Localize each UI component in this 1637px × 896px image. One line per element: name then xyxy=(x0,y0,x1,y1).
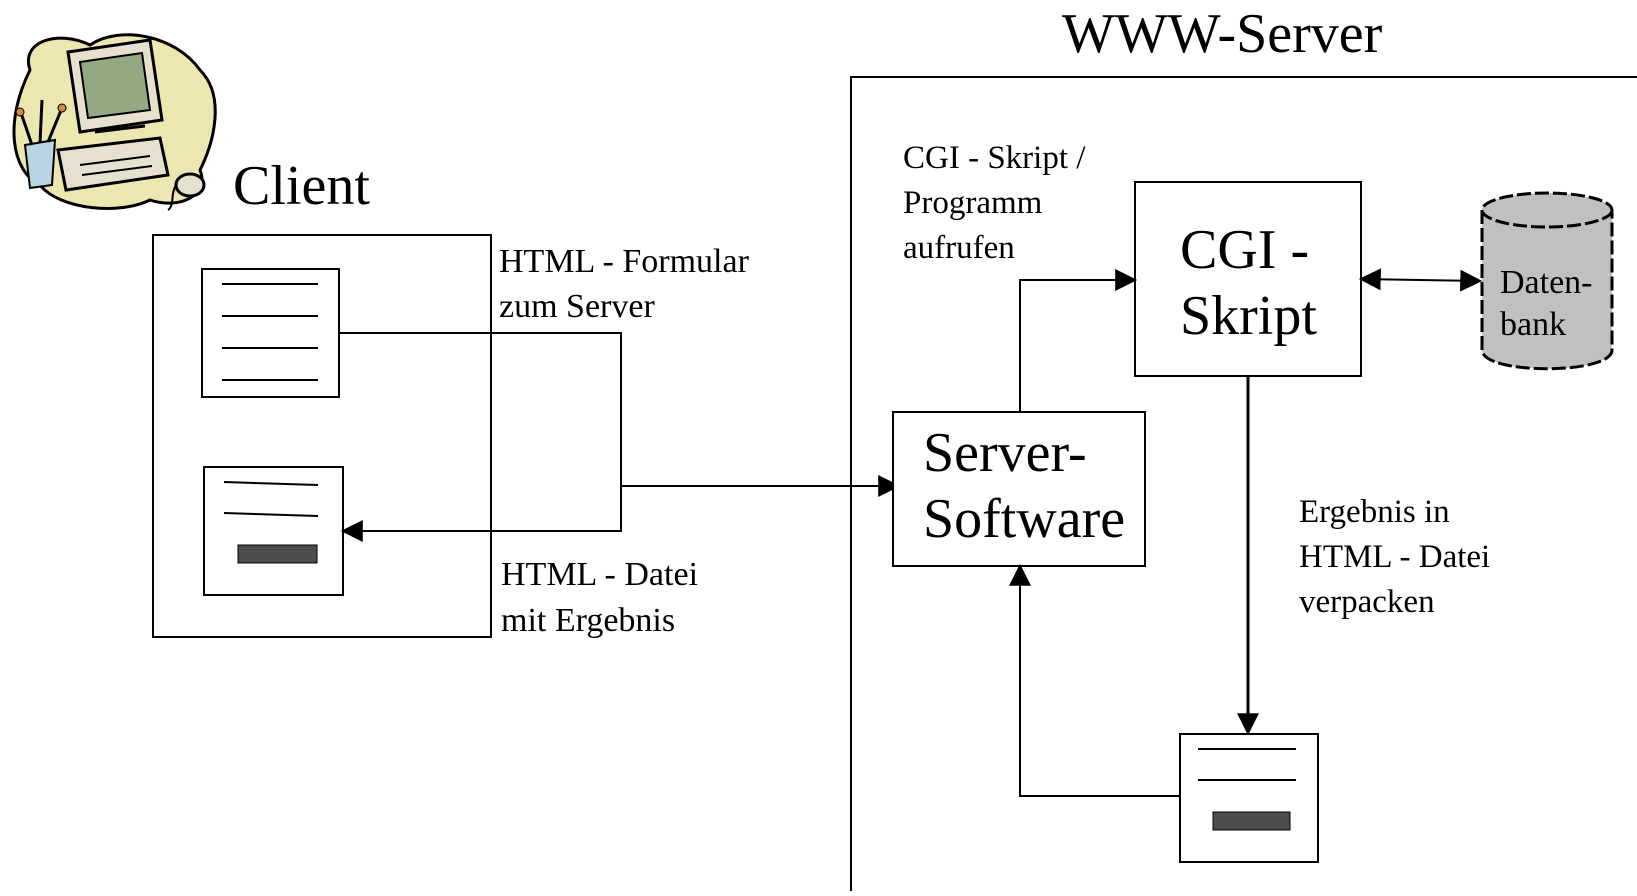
result-return-arrow xyxy=(340,486,622,542)
server-result-document-icon xyxy=(1179,733,1319,863)
result-label-line2: mit Ergebnis xyxy=(501,602,676,639)
cgi-call-label-line3: aufrufen xyxy=(903,230,1015,266)
client-browser-box xyxy=(152,234,492,638)
cgi-box-label-line2: Skript xyxy=(1180,285,1317,347)
server-software-label-line2: Software xyxy=(923,488,1126,550)
server-software-label-line1: Server- xyxy=(923,422,1087,484)
pack-label-line1: Ergebnis in xyxy=(1299,494,1450,530)
desktop-computer-clipart-icon xyxy=(12,33,217,211)
pack-label-line2: HTML - Datei xyxy=(1299,539,1491,575)
html-result-document-icon xyxy=(203,466,344,596)
cgi-box-label-line1: CGI - xyxy=(1180,219,1310,281)
html-form-document-icon xyxy=(201,268,340,398)
form-label-line1: HTML - Formular xyxy=(499,243,749,280)
pack-label-line3: verpacken xyxy=(1299,584,1435,620)
result-label-line1: HTML - Datei xyxy=(501,556,699,593)
client-title: Client xyxy=(233,155,370,217)
form-submit-arrow xyxy=(339,332,901,497)
database-label-line2: bank xyxy=(1500,306,1567,343)
cgi-database-arrow xyxy=(1358,268,1483,292)
cgi-call-label-line2: Programm xyxy=(903,185,1043,221)
return-to-server-arrow xyxy=(1009,563,1180,797)
server-frame xyxy=(850,76,1637,891)
cgi-call-label-line1: CGI - Skript / xyxy=(903,140,1086,176)
cgi-call-arrow xyxy=(1019,269,1138,412)
form-label-line2: zum Server xyxy=(499,288,655,325)
database-cylinder-icon xyxy=(1480,191,1614,371)
server-title: WWW-Server xyxy=(1062,3,1383,65)
database-label-line1: Daten- xyxy=(1500,264,1593,301)
